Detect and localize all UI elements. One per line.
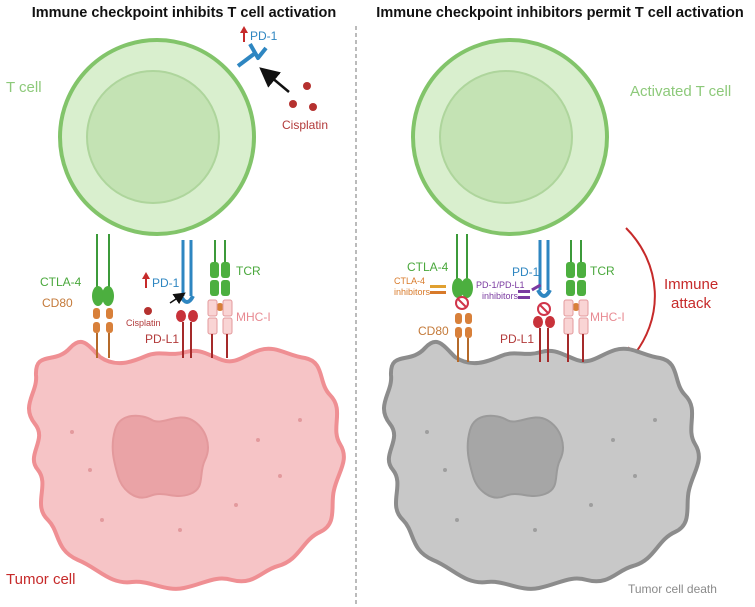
pd-inhibitors-label-1: PD-1/PD-L1 [476,280,525,290]
right-pdl1-ligand [533,316,555,362]
pd-inhibitor-icon [518,283,542,299]
left-pdl1-ligand [176,310,198,358]
immune-attack-arrow [622,227,656,368]
right-tcr-label: TCR [590,264,615,278]
right-cd80-ligand [455,313,472,362]
right-t-cell-label: Activated T cell [630,83,731,100]
immune-attack-label-1: Immune [664,276,718,293]
left-tcr-receptor [210,240,230,296]
left-pd1-top-receptor [236,43,268,68]
ctla4-inhibitors-label-1: CTLA-4 [394,276,425,286]
left-cd80-ligand [93,308,113,358]
left-t-cell [58,38,256,236]
right-ctla4-label: CTLA-4 [407,260,449,274]
left-cd80-label: CD80 [42,296,73,310]
right-t-cell [411,38,609,236]
left-cisplatin-label: Cisplatin [282,118,328,132]
left-pd1-receptor [179,240,195,304]
right-tcr-receptor [566,240,586,296]
left-pd1-label: PD-1 [152,276,180,290]
pd-inhibitors-label-2: inhibitors [482,291,519,301]
right-pd1-receptor [536,240,552,298]
ctla4-inhibitors-label-2: inhibitors [394,287,431,297]
blocked-icon [537,302,551,316]
right-tumor-label: Tumor cell death [628,582,717,596]
left-mhc-ligand [207,299,233,358]
cisplatin-molecule [144,307,152,315]
blocked-icon [455,296,469,310]
left-ctla4-label: CTLA-4 [40,275,82,289]
left-panel-title: Immune checkpoint inhibits T cell activa… [32,5,337,21]
left-mhc-label: MHC-I [236,310,271,324]
left-tcr-label: TCR [236,264,261,278]
right-panel-title: Immune checkpoint inhibitors permit T ce… [376,5,743,21]
right-tumor-cell [382,339,701,591]
left-pd1-top-label: PD-1 [250,29,278,43]
left-t-cell-label: T cell [6,79,42,96]
right-cd80-label: CD80 [418,324,449,338]
immune-attack-label-2: attack [671,295,712,312]
right-pdl1-label: PD-L1 [500,332,534,346]
up-arrow-icon [142,272,150,288]
right-ctla4-receptor [452,234,473,298]
left-ctla4-receptor [92,234,114,306]
cisplatin-induction-arrow [259,67,290,93]
cisplatin-molecules [289,82,317,111]
right-pd1-label: PD-1 [512,265,540,279]
ctla4-inhibitor-icon [430,285,446,294]
small-cisplatin-arrow [169,292,186,305]
left-cisplatin-small-label: Cisplatin [126,318,161,328]
left-tumor-label: Tumor cell [6,571,75,588]
right-mhc-label: MHC-I [590,310,625,324]
up-arrow-icon [240,26,248,42]
left-tumor-cell [27,339,346,591]
left-pdl1-label: PD-L1 [145,332,179,346]
right-mhc-ligand [563,299,589,362]
